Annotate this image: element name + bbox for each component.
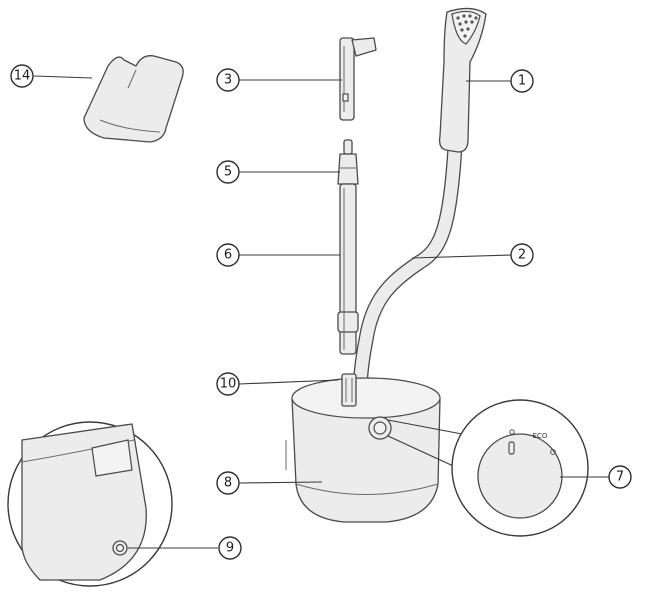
dial-magnifier: ECO	[387, 399, 589, 537]
eco-label: ECO	[533, 432, 548, 440]
pole-tube	[337, 183, 359, 355]
svg-text:6: 6	[224, 248, 232, 263]
power-knob	[368, 416, 392, 440]
callout-3: 3	[216, 68, 240, 92]
steam-holes	[456, 14, 478, 38]
callout-9: 9	[218, 536, 242, 560]
steamer-handle	[438, 7, 487, 153]
callout-5: 5	[216, 160, 240, 184]
callout-2: 2	[510, 243, 534, 267]
callout-8: 8	[216, 471, 240, 495]
svg-text:7: 7	[616, 470, 624, 485]
callout-6: 6	[216, 243, 240, 267]
svg-text:10: 10	[220, 377, 237, 392]
glove	[83, 55, 184, 143]
svg-text:3: 3	[224, 73, 232, 88]
callout-14: 14	[10, 64, 34, 88]
lid	[341, 373, 357, 407]
svg-text:1: 1	[518, 74, 526, 89]
callout-7: 7	[608, 465, 632, 489]
pole-connector	[337, 139, 359, 185]
svg-text:14: 14	[14, 69, 31, 84]
base-magnifier	[7, 421, 173, 587]
callout-10: 10	[216, 372, 240, 396]
hose	[352, 138, 463, 403]
leader-lines	[33, 75, 609, 549]
garment-hook	[339, 37, 377, 121]
water-tank-base	[285, 377, 441, 523]
svg-text:8: 8	[224, 476, 232, 491]
callout-1: 1	[510, 69, 534, 93]
svg-text:9: 9	[226, 541, 234, 556]
svg-text:2: 2	[518, 248, 526, 263]
svg-text:5: 5	[224, 165, 232, 180]
